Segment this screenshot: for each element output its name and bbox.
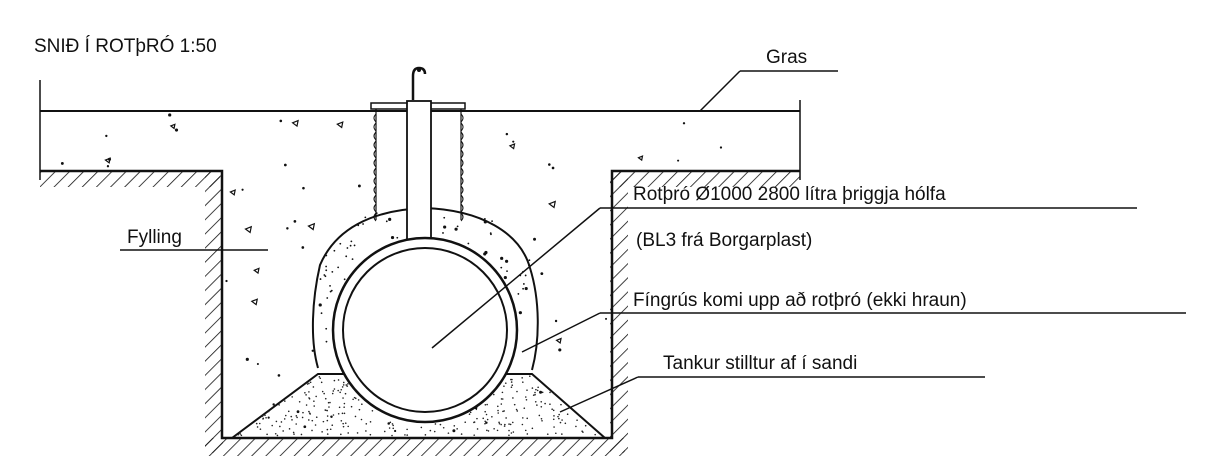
label-fylling: Fylling [127,227,182,248]
sand-bed [228,373,608,439]
fill-aggregate-texture [60,113,723,433]
leader-lines [120,70,1186,413]
label-fingrus: Fíngrús komi upp að rotþró (ekki hraun) [633,290,967,311]
label-rotthro-line1: Rotþró Ø1000 2800 lítra þriggja hólfa [633,184,946,205]
excavation-earth [40,171,800,456]
fine-gravel-texture [318,212,531,343]
septic-tank-circle [331,236,519,424]
sand-bed-texture [237,375,596,437]
label-tankur: Tankur stilltur af í sandi [663,353,857,374]
label-gras: Gras [766,47,807,68]
inspection-pipe [403,66,435,251]
drawing-title: SNIÐ Í ROTþRÓ 1:50 [34,35,217,57]
label-rotthro-line2: (BL3 frá Borgarplast) [636,230,812,251]
